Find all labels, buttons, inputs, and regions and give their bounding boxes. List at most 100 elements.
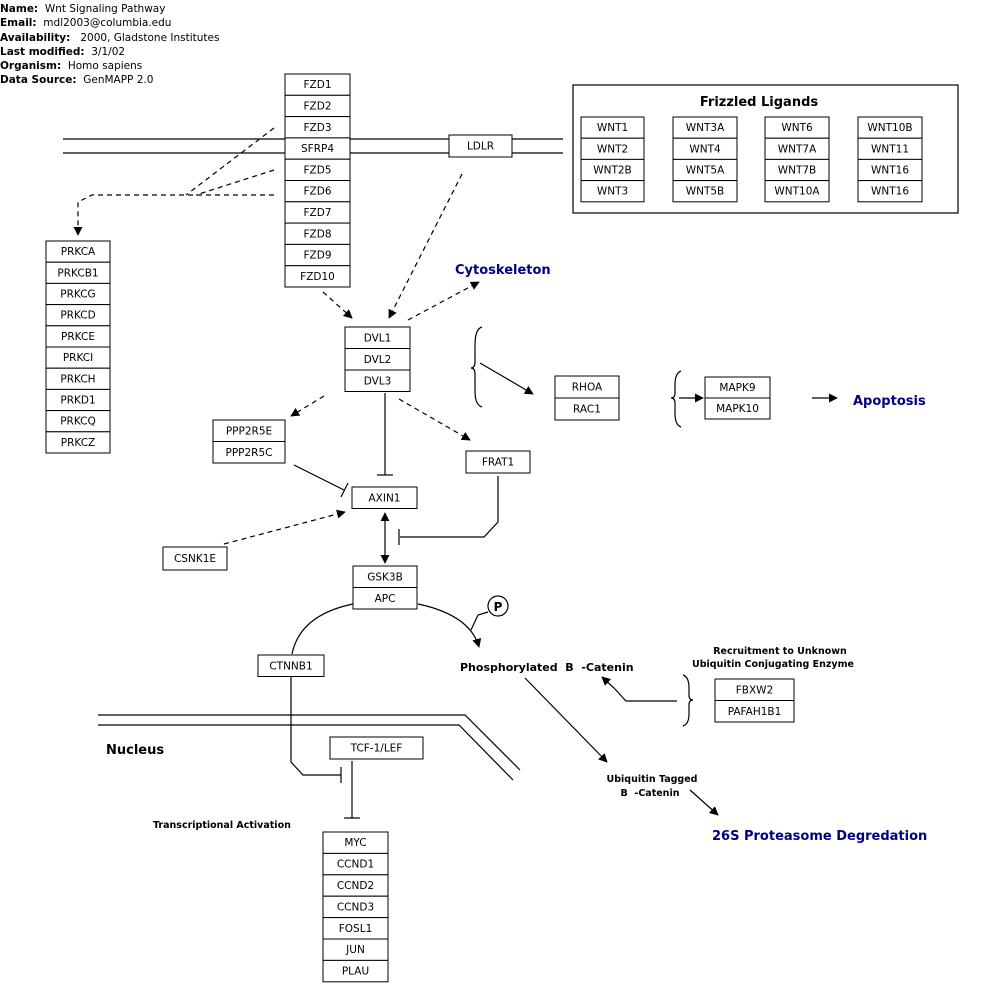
gene-box-myc[interactable]: MYC [322,831,389,854]
gene-label: DVL1 [364,332,392,344]
gene-box-ppp2r5c[interactable]: PPP2R5C [212,441,286,464]
gene-box-jun[interactable]: JUN [322,938,389,961]
gene-box-mapk9[interactable]: MAPK9 [704,376,771,399]
gene-box-fzd1[interactable]: FZD1 [284,73,351,96]
fzd6-to-prkc-edge [73,194,274,236]
gene-box-fosl1[interactable]: FOSL1 [322,917,389,940]
gene-box-fzd5[interactable]: FZD5 [284,158,351,181]
gene-box-prkcq[interactable]: PRKCQ [45,410,111,433]
gene-box-prkch[interactable]: PRKCH [45,367,111,390]
gene-box-fzd10[interactable]: FZD10 [284,265,351,288]
gene-box-prkce[interactable]: PRKCE [45,325,111,348]
gene-box-wnt5b[interactable]: WNT5B [672,180,738,203]
gene-box-border [465,450,531,474]
gene-label: WNT1 [597,122,628,134]
gene-box-border [257,654,325,677]
gene-box-rac1[interactable]: RAC1 [554,397,620,421]
gene-box-fzd3[interactable]: FZD3 [284,116,351,139]
gene-box-prkci[interactable]: PRKCI [45,346,111,369]
gene-box-wnt16[interactable]: WNT16 [857,158,923,182]
cytoskeleton-label: Cytoskeleton [455,263,551,278]
gene-box-border [212,441,286,464]
gene-box-dvl1[interactable]: DVL1 [344,326,411,349]
email-link[interactable]: mdl2003@columbia.edu [43,17,172,30]
gene-box-wnt16[interactable]: WNT16 [857,180,923,203]
gene-box-wnt7b[interactable]: WNT7B [764,158,830,182]
apc-to-phospho-catenin-arc [417,603,482,648]
gene-label: FRAT1 [482,457,514,469]
gene-box-dvl3[interactable]: DVL3 [344,369,411,392]
gene-box-mapk10[interactable]: MAPK10 [704,397,771,420]
gene-box-frat1[interactable]: FRAT1 [465,450,531,474]
gene-box-ldlr[interactable]: LDLR [448,134,513,158]
gene-box-ccnd1[interactable]: CCND1 [322,852,389,876]
gene-label: WNT7A [778,143,817,155]
nuclear-membrane [98,714,521,781]
gene-label: PRKCG [60,289,95,301]
pathway-info: Name: Wnt Signaling Pathway Email: mdl20… [0,2,219,88]
gene-box-border [448,134,513,158]
gene-box-wnt2[interactable]: WNT2 [580,137,645,160]
gene-label: CCND3 [337,901,374,913]
gene-box-prkca[interactable]: PRKCA [45,240,111,263]
gene-box-wnt10b[interactable]: WNT10B [857,116,923,139]
gene-box-prkcd[interactable]: PRKCD [45,304,111,327]
gene-box-wnt5a[interactable]: WNT5A [672,158,738,182]
gene-box-fbxw2[interactable]: FBXW2 [714,678,795,701]
gene-label: FOSL1 [339,923,373,935]
brace-to-rhoa-edge [479,362,534,395]
gene-label: MYC [344,837,366,849]
gene-box-wnt6[interactable]: WNT6 [764,116,830,139]
gene-box-wnt1[interactable]: WNT1 [580,116,645,139]
gene-box-prkcg[interactable]: PRKCG [45,282,111,306]
gene-box-dvl2[interactable]: DVL2 [344,348,411,371]
fzd3-to-prkc-edge [185,127,275,196]
gene-box-ccnd2[interactable]: CCND2 [322,874,389,897]
gene-box-border [45,431,111,454]
gene-group-ctnnb: CTNNB1 [257,654,325,677]
gene-box-fzd2[interactable]: FZD2 [284,94,351,118]
gene-box-prkcz[interactable]: PRKCZ [45,431,111,454]
gene-box-wnt3[interactable]: WNT3 [580,180,645,203]
gene-box-axin1[interactable]: AXIN1 [351,486,418,509]
gene-box-plau[interactable]: PLAU [322,959,389,983]
gene-label: MAPK9 [719,382,755,394]
gene-box-fzd9[interactable]: FZD9 [284,243,351,267]
gene-label: CCND2 [337,880,374,892]
gene-box-wnt4[interactable]: WNT4 [672,137,738,160]
gene-box-ppp2r5e[interactable]: PPP2R5E [212,419,286,442]
gene-box-ctnnb1[interactable]: CTNNB1 [257,654,325,677]
gene-box-wnt10a[interactable]: WNT10A [764,180,830,203]
gene-box-csnk1e[interactable]: CSNK1E [162,546,228,571]
gene-label: PRKCE [61,331,95,343]
gene-box-fzd6[interactable]: FZD6 [284,180,351,203]
gene-box-wnt11[interactable]: WNT11 [857,137,923,160]
gene-box-border [344,369,411,392]
gene-box-wnt2b[interactable]: WNT2B [580,158,645,182]
gene-box-tcf-1-lef[interactable]: TCF-1/LEF [329,736,424,760]
gene-box-prkcb1[interactable]: PRKCB1 [45,261,111,284]
gene-box-apc[interactable]: APC [352,587,418,610]
gene-box-border [580,180,645,203]
gene-label: PPP2R5E [226,425,272,437]
gene-box-prkd1[interactable]: PRKD1 [45,388,111,412]
gene-box-sfrp4[interactable]: SFRP4 [284,137,351,160]
gene-box-rhoa[interactable]: RHOA [554,375,620,399]
gene-label: WNT6 [781,122,813,134]
gene-box-wnt3a[interactable]: WNT3A [672,116,738,139]
gene-box-gsk3b[interactable]: GSK3B [352,565,418,588]
gene-box-fzd8[interactable]: FZD8 [284,222,351,245]
gene-label: WNT7B [778,165,817,177]
ubiquitin-to-proteasome-edge [689,789,719,816]
info-email: Email: mdl2003@columbia.edu [0,17,172,30]
gene-box-wnt7a[interactable]: WNT7A [764,137,830,160]
gene-box-pafah1b1[interactable]: PAFAH1B1 [714,700,795,723]
gene-box-ccnd3[interactable]: CCND3 [322,895,389,919]
gene-box-fzd7[interactable]: FZD7 [284,201,351,224]
dvl-to-frat1-edge [398,398,471,441]
